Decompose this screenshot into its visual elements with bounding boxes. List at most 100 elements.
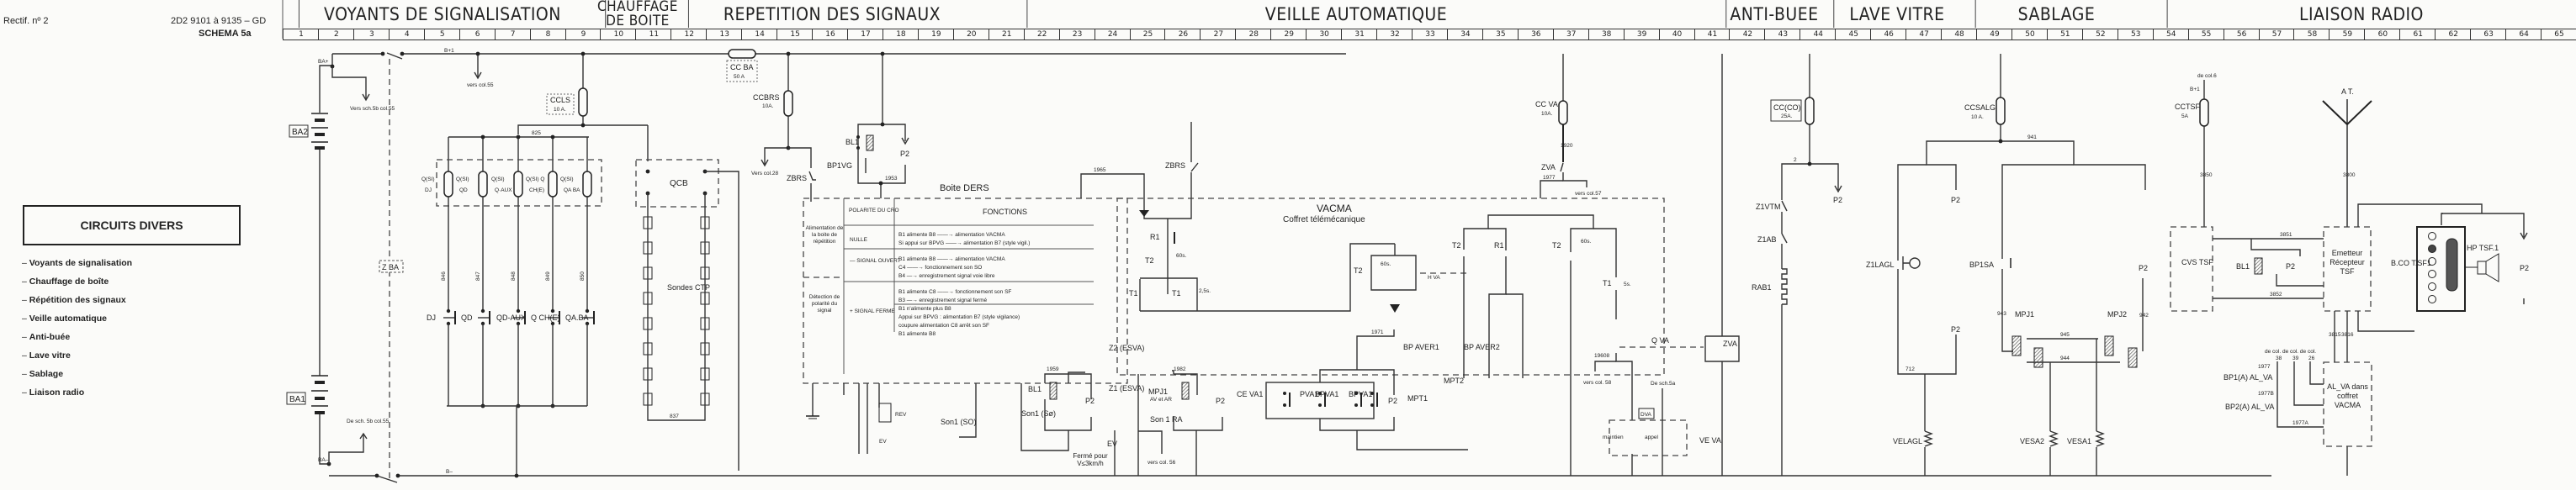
z1vtm-label: Z1VTM: [1756, 203, 1781, 211]
t2-time-mid: 60s.: [1381, 261, 1391, 267]
function-line: Appui sur BPVG : alimentation B7 (style …: [898, 314, 1020, 320]
fuse-ccsalg: [1996, 97, 2006, 125]
column-number: 40: [1658, 29, 1695, 40]
column-number: 60: [2364, 29, 2400, 40]
column-number: 64: [2505, 29, 2542, 40]
velagl-label: VELAGL: [1893, 437, 1922, 445]
mpj2-label-sa: MPJ2: [2107, 310, 2127, 319]
lavevitre-circuit: CCSALG 10 A. 941 P2 Z1LAGL 712 P2 VELAGL: [1866, 54, 2146, 476]
p2-label-radio2: P2: [2520, 264, 2529, 272]
de-col-39: 39: [2292, 356, 2299, 361]
de-col-38: 38: [2276, 356, 2282, 361]
p2-label-radio: P2: [2286, 262, 2295, 271]
contact-label: Q CH(E): [531, 313, 560, 322]
wire-944: 944: [2060, 356, 2070, 361]
t2-label-right2: T2: [1552, 241, 1561, 250]
lamp-label-top: Q(SI) Q: [526, 177, 544, 182]
fuse-ccbrs: [783, 90, 793, 117]
hva-label: H VA: [1428, 275, 1440, 281]
z2-label: Z2 (ESVA): [1109, 344, 1144, 352]
ders-title: Boite DERS: [940, 183, 989, 193]
column-number: 49: [1976, 29, 2012, 40]
revision-label: Rectif. nº 2: [3, 16, 49, 26]
mpt2-label: MPT2: [1444, 377, 1464, 385]
column-number: 44: [1799, 29, 1836, 40]
lamp-label-bottom: CH(E): [529, 187, 544, 193]
va-contact-label: CE VA1: [1237, 390, 1263, 398]
wire-1920: 1920: [1561, 143, 1573, 149]
column-number: 29: [1270, 29, 1307, 40]
polarity-cell: — SIGNAL OUVERT: [850, 258, 901, 264]
function-line: Si appui sur BPVG ——→ alimentation B7 (s…: [898, 240, 1030, 246]
battery-ba2: BA2: [289, 113, 328, 150]
polarity-cell: + SIGNAL FERME: [850, 308, 895, 314]
function-line: B3 —→ enregistrement signal fermé: [898, 298, 988, 303]
veva-label: VE VA: [1699, 436, 1721, 445]
column-number: 17: [847, 29, 883, 40]
function-line: B1 alimente B8 ——→ alimentation VACMA: [898, 232, 1005, 238]
contact-label: DJ: [427, 313, 436, 322]
column-number: 28: [1235, 29, 1271, 40]
fuse-ccba-name: CC BA: [730, 63, 754, 71]
maintien-label: maintien: [1603, 435, 1624, 440]
vacma-title: VACMA: [1317, 203, 1352, 214]
wire-label: 850: [580, 271, 586, 281]
column-number: 4: [388, 29, 425, 40]
battery-ba1-label: BA1: [289, 395, 305, 404]
bplus-radio: B+1: [2190, 87, 2200, 92]
t2-label-right: T2: [1452, 241, 1461, 250]
column-number: 63: [2470, 29, 2506, 40]
column-number: 23: [1058, 29, 1095, 40]
wire-2: 2: [1794, 157, 1797, 163]
function-line: coupure alimentation C8 arrêt son SF: [898, 323, 989, 329]
radio-circuit: de col.6 B+1 CCTSF 5A 3850 CVS TSF A T. …: [2170, 73, 2529, 476]
fuse-ccco-rating: 25A.: [1781, 113, 1793, 119]
column-number: 54: [2152, 29, 2189, 40]
vacma-subtitle: Coffret télémécanique: [1283, 215, 1365, 224]
chauffage-circuit: QCB 837 Sondes CTP CC BA 50 A: [635, 49, 758, 471]
section-voyants: VOYANTS DE SIGNALISATION: [298, 0, 586, 28]
p2-label-ab: P2: [1833, 196, 1842, 204]
column-number: 61: [2399, 29, 2436, 40]
section-radio: LIAISON RADIO: [2166, 0, 2556, 28]
column-number: 57: [2258, 29, 2295, 40]
column-number: 51: [2046, 29, 2083, 40]
column-number: 15: [777, 29, 813, 40]
wire-1977-radio: 1977: [2258, 364, 2271, 370]
column-number: 65: [2541, 29, 2576, 40]
indicator-lamp-icon: [2428, 282, 2436, 291]
column-number: 43: [1764, 29, 1800, 40]
wire-1977-va: 1977: [1543, 175, 1556, 181]
indicator-lamp-icon: [2428, 270, 2436, 278]
vesa1-label: VESA1: [2067, 437, 2091, 445]
column-number: 27: [1200, 29, 1236, 40]
wire-837: 837: [670, 414, 679, 419]
column-number: 38: [1587, 29, 1625, 40]
bl1-label-sf: BL1: [1028, 385, 1042, 393]
repetition-circuit: CCBRS 10A. Vers col.28 ZBRS P2 BL1 BP1VG…: [751, 51, 1128, 476]
column-number: 13: [706, 29, 742, 40]
wire-3850: 3850: [2200, 172, 2213, 178]
schema-label: SCHEMA 5a: [199, 29, 252, 39]
mpt1-label: MPT1: [1407, 394, 1428, 403]
lamp-label-bottom: QD: [459, 187, 468, 193]
column-number: 11: [635, 29, 671, 40]
column-number: 19: [917, 29, 954, 40]
bp1-label: BP1(A) AL_VA: [2224, 373, 2272, 382]
t1-label-coil: T1: [1129, 289, 1138, 298]
vers-col58-label: vers col. 58: [1583, 380, 1612, 386]
wire-1977a: 1977A: [2292, 420, 2308, 426]
wire-1982: 1982: [1174, 366, 1186, 372]
zbrs-label-va: ZBRS: [1165, 161, 1185, 170]
column-number: 53: [2117, 29, 2154, 40]
column-number: 10: [600, 29, 636, 40]
vers-sch5b-label: Vers sch.5b col.55: [350, 106, 395, 112]
sondes-label: Sondes CTP: [667, 283, 710, 292]
function-line: C4 ——→ fonctionnement son SO: [898, 265, 982, 271]
fn-header: FONCTIONS: [983, 208, 1027, 216]
column-number: 6: [458, 29, 496, 40]
fuse-ccsalg-rating: 10 A.: [1971, 114, 1984, 120]
de-sch5a-label: De sch.5a: [1651, 381, 1676, 387]
bp-aver2-label: BP AVER2: [1464, 343, 1500, 351]
